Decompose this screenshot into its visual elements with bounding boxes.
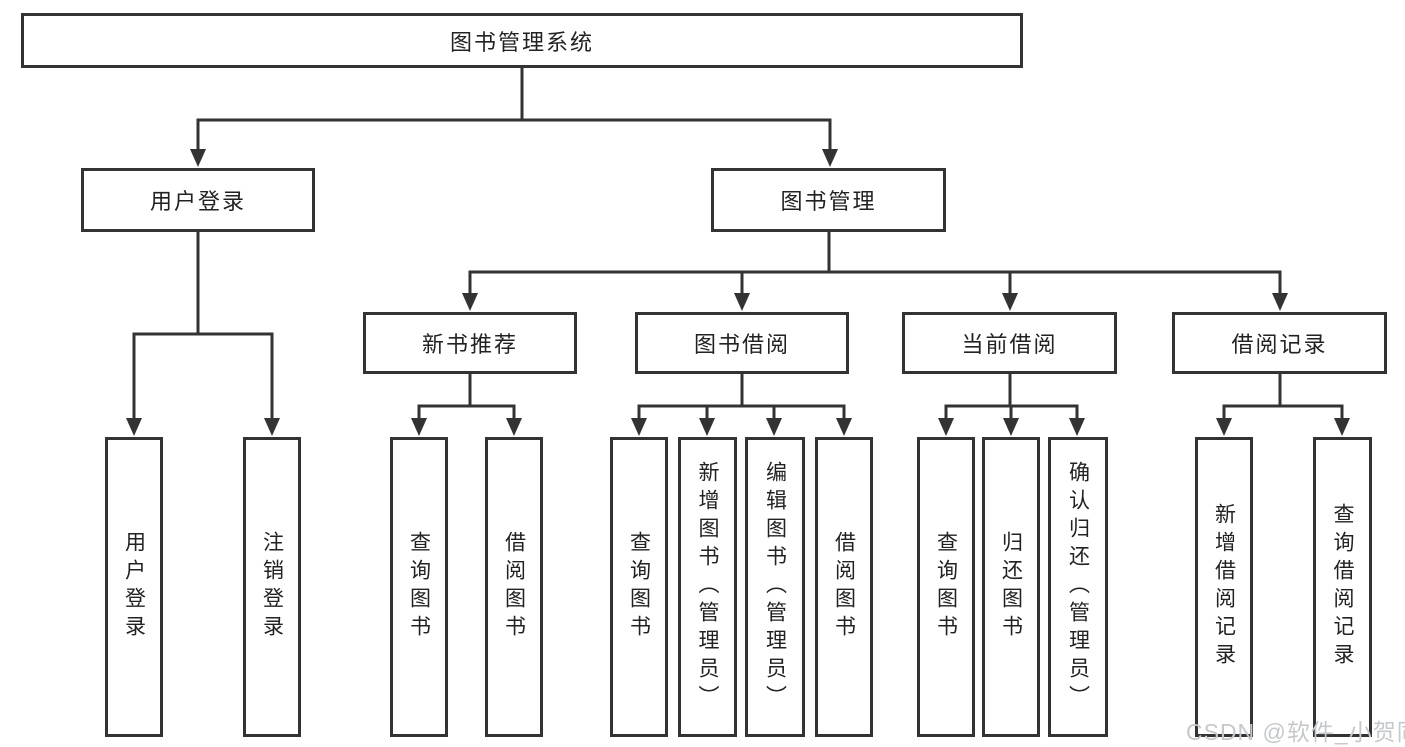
node-label: 查询图书 bbox=[627, 531, 651, 643]
node-user-login: 用户登录 bbox=[81, 168, 315, 232]
leaf-borrow-book: 借阅图书 bbox=[815, 437, 873, 737]
node-label: 借阅图书 bbox=[832, 531, 856, 643]
leaf-edit-book-admin: 编辑图书（管理员） bbox=[745, 437, 805, 737]
leaf-add-book-admin: 新增图书（管理员） bbox=[678, 437, 737, 737]
node-label: 确认归还（管理员） bbox=[1066, 461, 1090, 713]
node-label: 查询图书 bbox=[407, 531, 431, 643]
leaf-confirm-return-admin: 确认归还（管理员） bbox=[1048, 437, 1108, 737]
leaf-borrow-book-recommend: 借阅图书 bbox=[485, 437, 543, 737]
node-label: 编辑图书（管理员） bbox=[763, 461, 787, 713]
leaf-return-book: 归还图书 bbox=[982, 437, 1040, 737]
node-label: 图书管理系统 bbox=[449, 29, 594, 55]
node-label: 图书管理 bbox=[780, 189, 877, 214]
node-label: 借阅图书 bbox=[502, 531, 526, 643]
node-label: 注销登录 bbox=[260, 531, 284, 643]
node-label: 查询图书 bbox=[934, 531, 958, 643]
watermark-text-gray: CSDN @软件_小贺同 bbox=[1186, 719, 1405, 745]
node-label: 用户登录 bbox=[149, 189, 246, 214]
connector-book-borrow-children bbox=[631, 372, 852, 436]
connector-new-book-children bbox=[411, 372, 522, 436]
node-book-management: 图书管理 bbox=[711, 168, 946, 232]
node-label: 新书推荐 bbox=[421, 332, 518, 357]
leaf-query-borrow-record: 查询借阅记录 bbox=[1313, 437, 1372, 737]
node-label: 图书借阅 bbox=[693, 332, 790, 357]
node-label: 用户登录 bbox=[122, 531, 146, 643]
connector-root-to-level2 bbox=[190, 68, 838, 167]
leaf-logout-login: 注销登录 bbox=[243, 437, 301, 737]
leaf-query-book-borrow: 查询图书 bbox=[610, 437, 668, 737]
node-label: 归还图书 bbox=[999, 531, 1023, 643]
connector-book-management-children bbox=[462, 230, 1288, 311]
connector-borrow-record-children bbox=[1216, 372, 1350, 436]
node-label: 当前借阅 bbox=[961, 332, 1058, 357]
node-label: 新增图书（管理员） bbox=[696, 461, 719, 713]
leaf-add-borrow-record: 新增借阅记录 bbox=[1195, 437, 1253, 737]
node-label: 新增借阅记录 bbox=[1212, 503, 1236, 671]
node-book-borrow: 图书借阅 bbox=[635, 312, 849, 374]
connector-current-borrow-children bbox=[938, 372, 1085, 436]
node-label: 查询借阅记录 bbox=[1331, 503, 1354, 671]
connector-user-login-children bbox=[126, 230, 280, 436]
node-root-library-system: 图书管理系统 bbox=[21, 13, 1023, 68]
csdn-watermark: CSDN @软件_小贺同学 bbox=[1186, 713, 1405, 747]
node-current-borrow: 当前借阅 bbox=[902, 312, 1117, 374]
node-new-book-recommend: 新书推荐 bbox=[363, 312, 577, 374]
leaf-user-login: 用户登录 bbox=[105, 437, 163, 737]
leaf-query-book-current: 查询图书 bbox=[917, 437, 975, 737]
node-label: 借阅记录 bbox=[1231, 332, 1328, 357]
leaf-query-book-recommend: 查询图书 bbox=[390, 437, 448, 737]
node-borrow-record: 借阅记录 bbox=[1172, 312, 1387, 374]
